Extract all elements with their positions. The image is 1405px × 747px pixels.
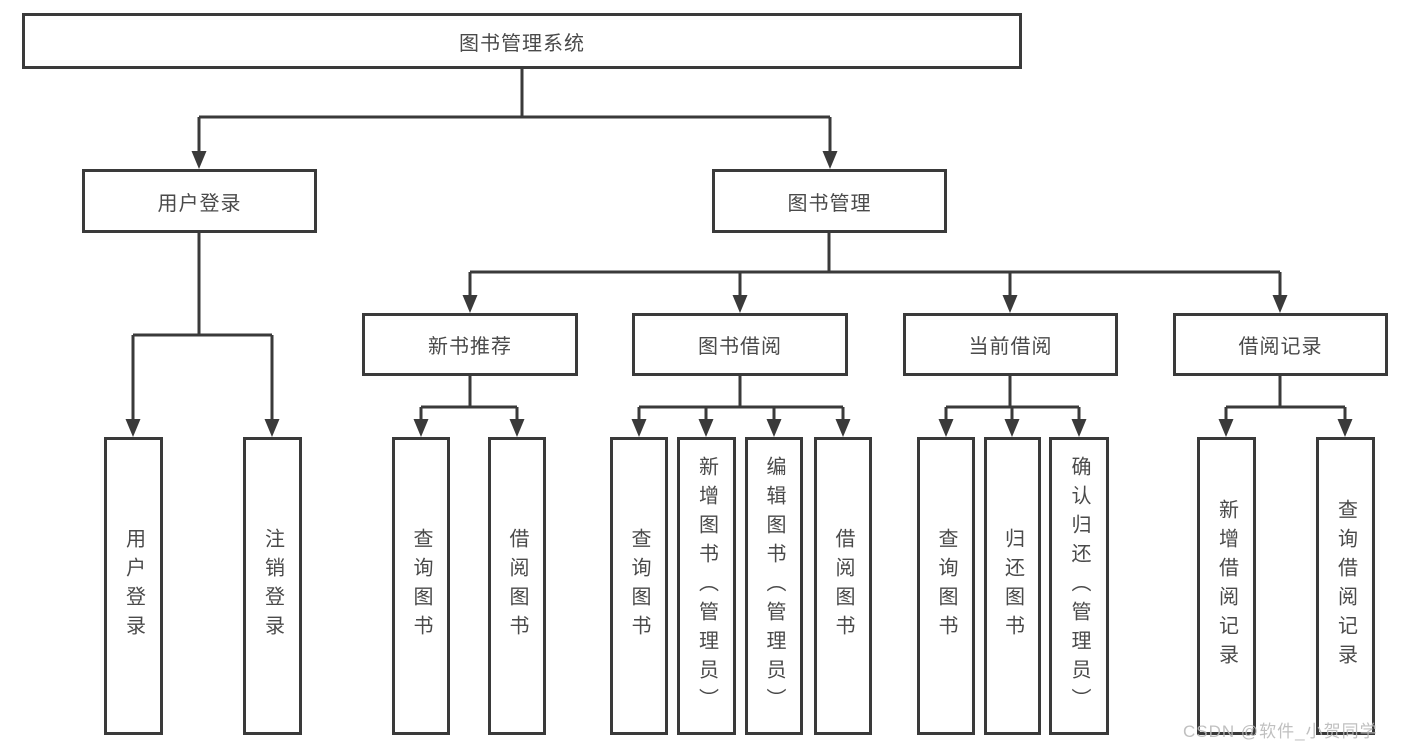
leaf-user-login-label: 用户登录 (122, 528, 145, 644)
edge-borrow-record-children (1224, 376, 1347, 420)
csdn-watermark: CSDN @软件_小贺同学 (1183, 722, 1378, 741)
node-library-management-system: 图书管理系统 (22, 13, 1022, 69)
leaf-edit-books-admin-label: 编辑图书（管理员） (763, 455, 785, 717)
edge-new-book-recommend-children (419, 376, 519, 420)
leaf-query-borrow-record-label: 查询借阅记录 (1334, 499, 1357, 673)
leaf-return-books-label: 归还图书 (1001, 528, 1024, 644)
leaf-edit-books-admin: 编辑图书（管理员） (745, 437, 803, 735)
leaf-borrow-books-recommend-label: 借阅图书 (506, 528, 528, 644)
node-book-borrow: 图书借阅 (632, 313, 848, 376)
node-user-login: 用户登录 (82, 169, 317, 233)
node-borrow-record: 借阅记录 (1173, 313, 1388, 376)
leaf-query-books-current: 查询图书 (917, 437, 975, 735)
leaf-query-books-borrow-label: 查询图书 (628, 528, 650, 644)
node-new-book-recommend-label: 新书推荐 (428, 336, 512, 358)
leaf-add-books-admin: 新增图书（管理员） (677, 437, 736, 735)
leaf-borrow-books-recommend: 借阅图书 (488, 437, 546, 735)
node-current-borrow: 当前借阅 (903, 313, 1118, 376)
node-library-management-system-label: 图书管理系统 (459, 32, 585, 55)
edge-book-borrow-children (637, 376, 845, 420)
leaf-query-books-recommend-label: 查询图书 (410, 528, 432, 644)
edge-user-login-children (131, 233, 274, 420)
edge-current-borrow-children (944, 376, 1081, 420)
node-borrow-record-label: 借阅记录 (1238, 336, 1323, 358)
leaf-add-books-admin-label: 新增图书（管理员） (695, 455, 718, 717)
leaf-query-books-recommend: 查询图书 (392, 437, 450, 735)
leaf-logout-label: 注销登录 (261, 528, 284, 644)
edge-book-management-children (468, 233, 1282, 296)
leaf-logout: 注销登录 (243, 437, 302, 735)
node-new-book-recommend: 新书推荐 (362, 313, 578, 376)
leaf-confirm-return-admin-label: 确认归还（管理员） (1068, 455, 1090, 717)
node-book-borrow-label: 图书借阅 (698, 336, 782, 358)
leaf-query-books-borrow: 查询图书 (610, 437, 668, 735)
leaf-borrow-books-label: 借阅图书 (832, 528, 854, 644)
node-book-management: 图书管理 (712, 169, 947, 233)
node-current-borrow-label: 当前借阅 (968, 336, 1053, 358)
node-user-login-label: 用户登录 (157, 192, 242, 215)
leaf-borrow-books: 借阅图书 (814, 437, 872, 735)
leaf-query-borrow-record: 查询借阅记录 (1316, 437, 1375, 735)
leaf-user-login: 用户登录 (104, 437, 163, 735)
leaf-confirm-return-admin: 确认归还（管理员） (1049, 437, 1109, 735)
leaf-return-books: 归还图书 (984, 437, 1041, 735)
edge-root-to-level2 (197, 69, 832, 152)
node-book-management-label: 图书管理 (787, 192, 872, 215)
leaf-add-borrow-record-label: 新增借阅记录 (1215, 499, 1238, 673)
leaf-query-books-current-label: 查询图书 (935, 528, 957, 644)
leaf-add-borrow-record: 新增借阅记录 (1197, 437, 1256, 735)
